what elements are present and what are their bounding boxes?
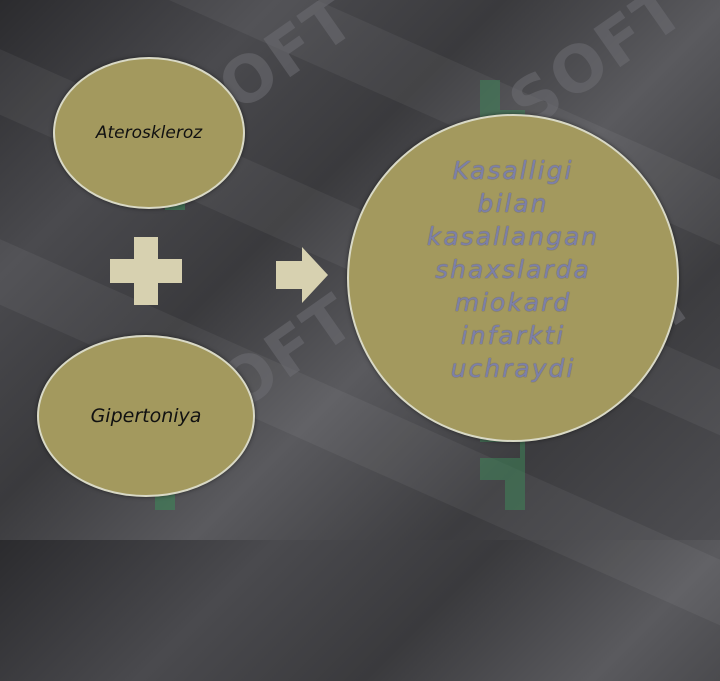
arrow-right-icon [276, 247, 328, 303]
cause-node-gipertoniya: Gipertoniya [37, 335, 255, 497]
result-node: Kasalligi bilan kasallangan shaxslarda m… [347, 114, 679, 442]
cause-label: Ateroskleroz [95, 123, 203, 143]
cause-label: Gipertoniya [90, 405, 202, 427]
result-label: Kasalligi bilan kasallangan shaxslarda m… [426, 155, 600, 383]
plus-icon [110, 237, 182, 305]
cause-node-ateroskleroz: Ateroskleroz [53, 57, 245, 209]
